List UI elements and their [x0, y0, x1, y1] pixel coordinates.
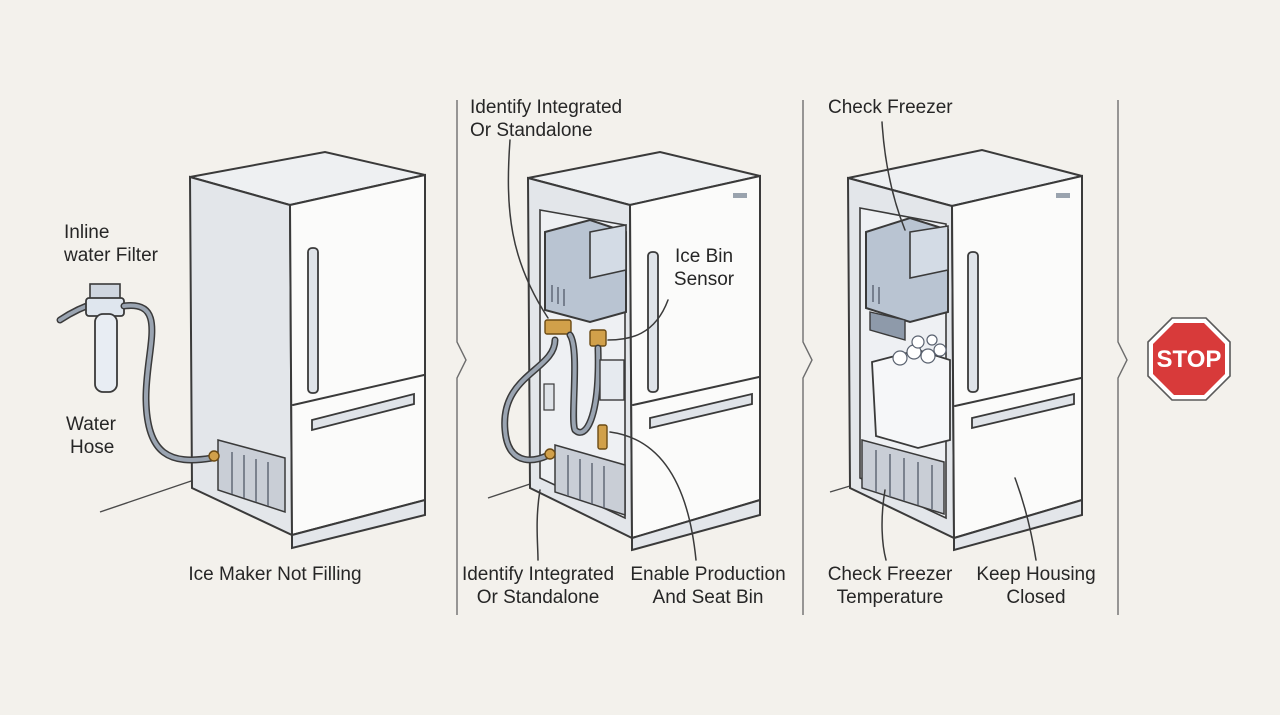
rear-vent — [861, 439, 945, 516]
divider-3 — [1117, 100, 1128, 615]
valve-right — [589, 329, 607, 347]
ice-bin — [871, 334, 951, 449]
caption-left-line2: Or Standalone — [477, 587, 600, 608]
filter-canister — [94, 313, 118, 393]
panel-3: Check Freezer Check Freezer Temperature … — [828, 97, 1096, 608]
water-valves — [501, 319, 625, 464]
fridge-handle — [967, 251, 979, 393]
floor-line — [487, 483, 531, 499]
leader-bottom-left — [881, 489, 887, 561]
panel-1-caption: Ice Maker Not Filling — [188, 564, 361, 585]
top-label-line1: Identify Integrated — [470, 97, 622, 118]
floor-line — [99, 477, 201, 513]
caption-left-line1: Identify Integrated — [462, 564, 614, 585]
caption-right-line1: Enable Production — [630, 564, 785, 585]
bin-sensor-post — [597, 424, 608, 450]
valve-left — [544, 319, 572, 335]
stop-octagon — [1153, 323, 1225, 395]
sensor-label-line2: Sensor — [674, 269, 735, 290]
caption-right-line2: And Seat Bin — [653, 587, 764, 608]
fridge-handle — [307, 247, 319, 394]
freezer-handle — [649, 392, 753, 430]
top-label-line2: Or Standalone — [470, 120, 593, 141]
refrigerator-2 — [526, 150, 761, 552]
wall-switch — [543, 383, 555, 411]
caption-left-line2: Temperature — [837, 587, 944, 608]
ice-maker-panel — [589, 224, 627, 279]
leader-sensor — [607, 299, 669, 341]
ice-maker-panel — [909, 225, 949, 279]
caption-left-line1: Check Freezer — [828, 564, 953, 585]
hose-label-line2: Hose — [70, 437, 114, 458]
fridge-base — [291, 498, 426, 550]
stop-text: STOP — [1157, 346, 1222, 373]
leader-bottom-left — [536, 489, 541, 561]
door-split — [632, 376, 760, 406]
floor-line — [829, 485, 851, 493]
hose-fitting — [544, 448, 556, 460]
brand-badge — [1056, 193, 1070, 198]
top-label: Check Freezer — [828, 97, 953, 118]
ice-bin-edge — [599, 359, 625, 401]
filter-label-line2: water Filter — [63, 245, 159, 266]
sensor-label-line1: Ice Bin — [675, 246, 733, 267]
caption-right-line1: Keep Housing — [976, 564, 1095, 585]
ice-maker-unit — [544, 218, 627, 324]
hose-label-line1: Water — [66, 414, 117, 435]
leader-bottom-right — [609, 431, 697, 561]
door-split — [954, 377, 1082, 407]
leader-bottom-right — [1014, 477, 1037, 561]
inline-water-filter — [56, 283, 220, 464]
rear-vent — [554, 444, 626, 517]
freezer-handle — [311, 392, 415, 432]
stop-sign-icon: STOP — [1147, 317, 1231, 401]
fridge-base — [953, 498, 1083, 552]
leader-top — [507, 139, 549, 319]
hose-fitting — [208, 450, 220, 462]
divider-1 — [456, 100, 467, 615]
divider-2 — [802, 100, 813, 615]
door-split — [292, 374, 425, 406]
ice-bin-body — [871, 349, 951, 449]
ice-chute — [869, 311, 906, 341]
freezer-handle — [971, 392, 1075, 430]
fridge-handle — [647, 251, 659, 393]
filter-label-line1: Inline — [64, 222, 109, 243]
panel-2: Identify Integrated Or Standalone Ice Bi… — [462, 97, 786, 608]
refrigerator-3 — [846, 148, 1083, 552]
leader-top — [881, 121, 906, 231]
caption-right-line2: Closed — [1006, 587, 1065, 608]
ice-maker-unit — [865, 216, 949, 341]
panel-1: Inline water Filter Water Hose Ice Maker… — [56, 150, 426, 585]
fridge-base — [631, 498, 761, 552]
refrigerator-1 — [188, 150, 426, 550]
brand-badge — [733, 193, 747, 198]
